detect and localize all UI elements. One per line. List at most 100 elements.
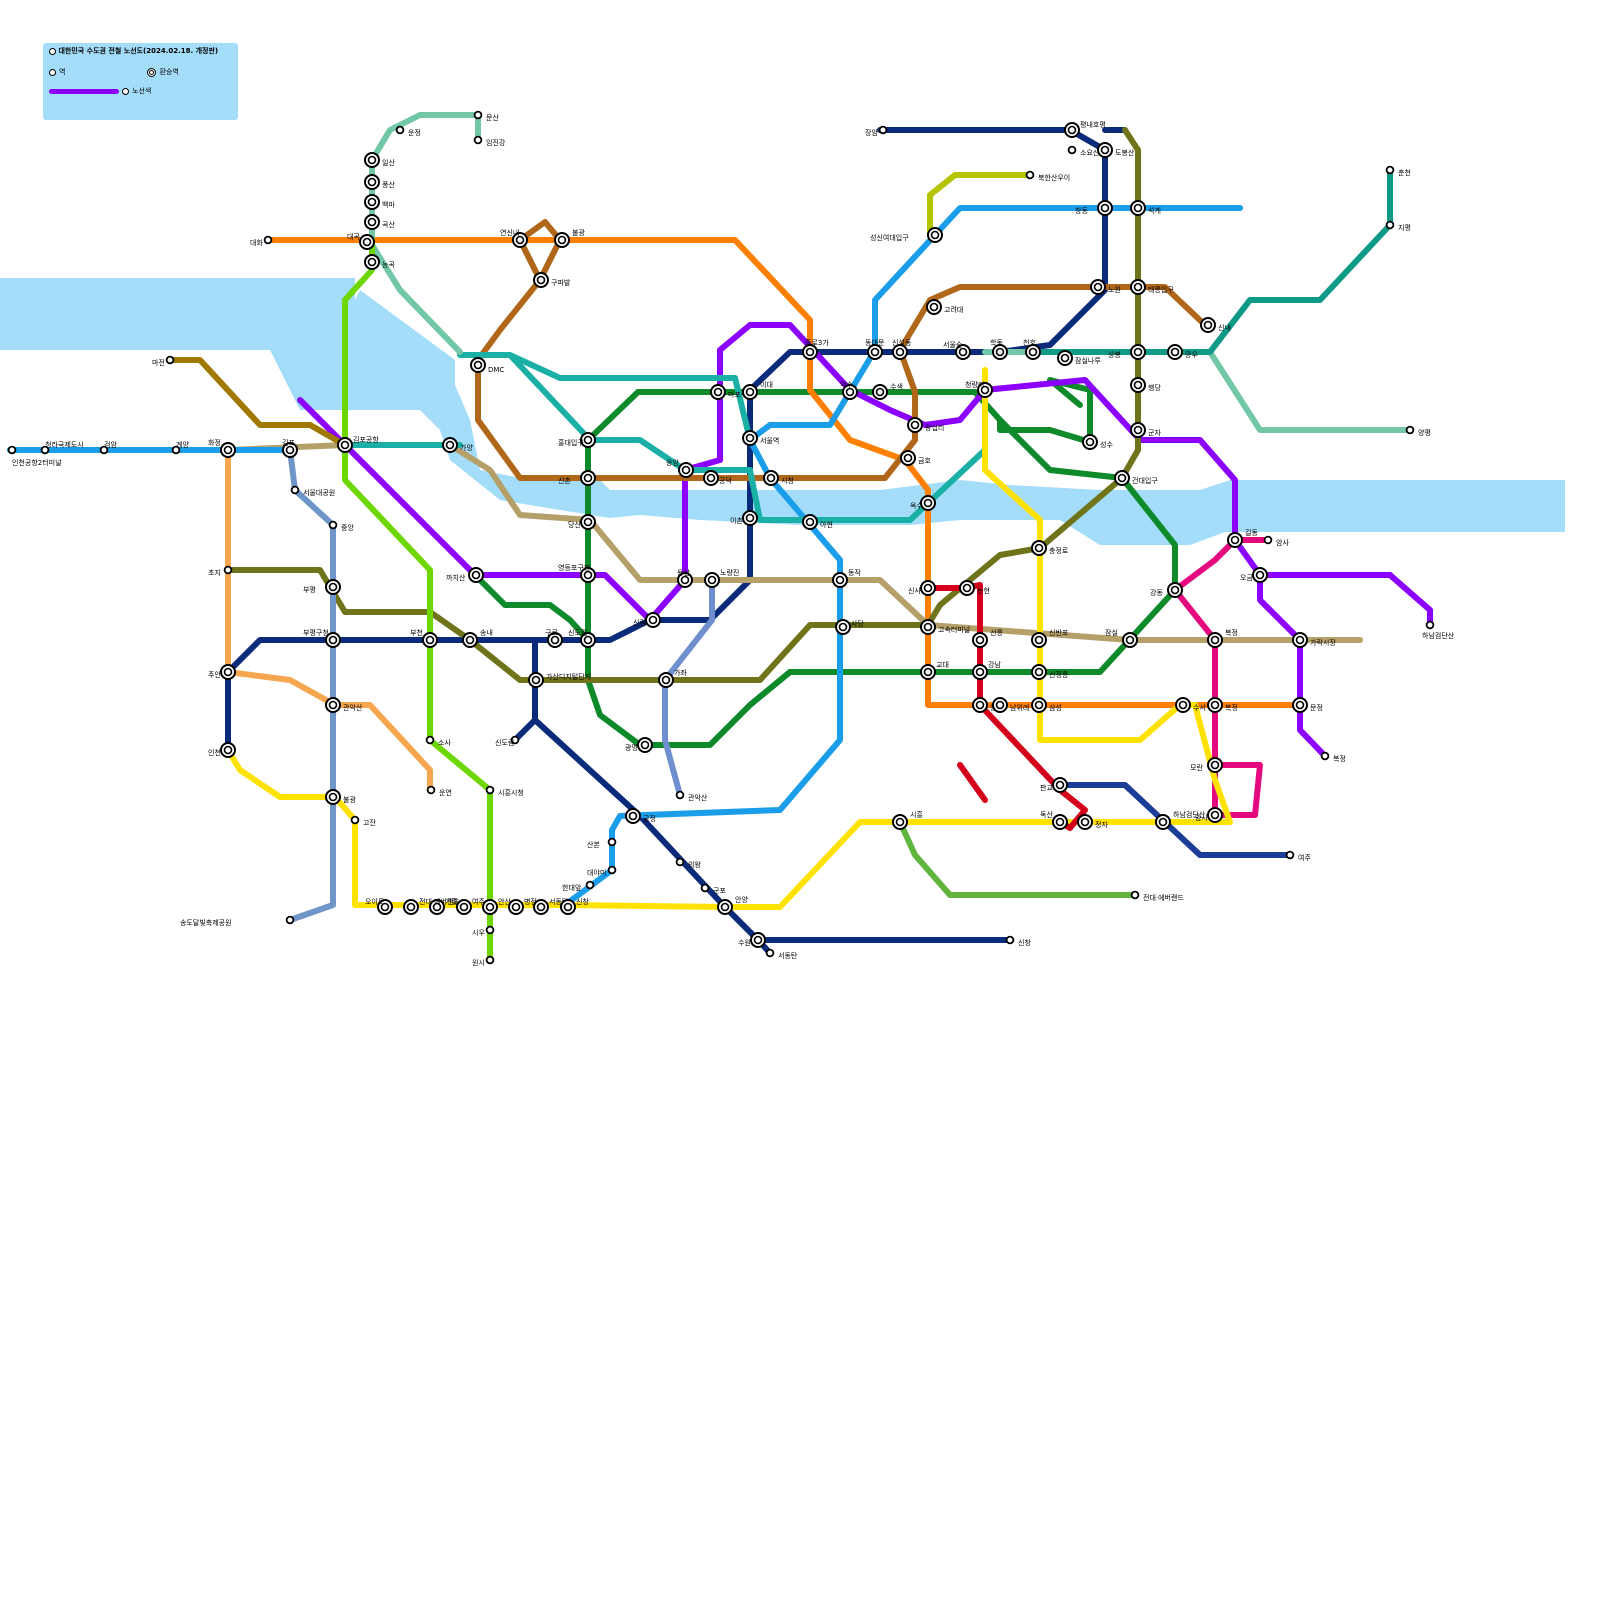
transfer-station[interactable]: 불광 (325, 789, 356, 805)
transfer-station[interactable]: 사당 (835, 619, 864, 635)
transfer-station[interactable]: 서동탄 (533, 897, 569, 915)
station[interactable]: 서동탄 (765, 948, 798, 960)
transfer-station[interactable]: 고속터미널 (920, 619, 970, 635)
transfer-station[interactable]: 신촌 (558, 470, 596, 486)
transfer-station[interactable]: 선릉 (972, 628, 1003, 648)
transfer-station[interactable]: 기흥 (429, 897, 458, 915)
station[interactable]: 춘천 (1385, 165, 1411, 177)
station[interactable]: 문산 (473, 110, 500, 122)
transfer-station[interactable]: 학동 (990, 338, 1008, 360)
transfer-station[interactable]: 청량리 (965, 380, 993, 398)
transfer-station[interactable]: 가락시장 (1292, 632, 1336, 648)
transfer-station[interactable]: 정자 (1077, 814, 1108, 830)
station[interactable]: 초지 (208, 565, 233, 577)
transfer-station[interactable]: 창동 (1075, 200, 1113, 216)
station[interactable]: 대화 (250, 235, 273, 247)
transfer-station[interactable]: 왕십리 (907, 417, 944, 433)
transfer-station[interactable]: 능곡 (364, 254, 395, 270)
transfer-station[interactable]: 용산 (677, 568, 693, 588)
station[interactable]: 여주 (1285, 850, 1312, 862)
transfer-station[interactable]: 부천 (410, 628, 438, 648)
transfer-station[interactable]: 문정 (1292, 697, 1323, 713)
transfer-station[interactable]: 김포공항 (337, 435, 379, 453)
station[interactable]: 시흥시청 (485, 785, 524, 797)
transfer-station[interactable]: 독산 (1040, 810, 1068, 830)
transfer-station[interactable]: 이촌 (730, 510, 758, 526)
transfer-station[interactable]: DMC (470, 357, 504, 374)
transfer-station[interactable]: 모란 (1190, 757, 1223, 773)
station[interactable]: 청라국제도시 (40, 440, 84, 455)
station[interactable]: 전대·에버랜드 (1130, 890, 1185, 902)
transfer-station[interactable]: 신림 (633, 612, 661, 628)
transfer-station[interactable]: 광명 (625, 737, 653, 753)
station[interactable]: 산본 (587, 837, 617, 849)
station[interactable]: 임진강 (473, 135, 506, 147)
station[interactable]: 관악산 (675, 790, 708, 802)
transfer-station[interactable]: 동작 (832, 568, 861, 588)
transfer-station[interactable]: 신내 (1200, 317, 1231, 333)
transfer-station[interactable]: 복정 (1207, 697, 1238, 713)
transfer-station[interactable]: 아현 (802, 514, 833, 530)
station[interactable]: 인천공항2터미널 (7, 445, 62, 467)
transfer-station[interactable]: 부평구청 (303, 628, 341, 648)
transfer-station[interactable]: 건대입구 (1114, 470, 1158, 486)
transfer-station[interactable]: 시청 (763, 470, 794, 486)
station[interactable]: 신도림 (495, 735, 520, 747)
transfer-station[interactable]: 금정 (625, 808, 656, 824)
transfer-station[interactable]: 곡산 (364, 214, 395, 230)
transfer-station[interactable]: 가양 (442, 437, 473, 453)
transfer-station[interactable]: 잠실나루 (1057, 350, 1101, 366)
transfer-station[interactable]: 천호 (1023, 338, 1041, 360)
transfer-station[interactable]: 송내 (462, 628, 493, 648)
transfer-station[interactable]: 신설동 (892, 338, 912, 360)
transfer-station[interactable]: 고려대 (926, 299, 963, 315)
transfer-station[interactable]: 홍대입구 (558, 432, 596, 448)
transfer-station[interactable]: 노원 (1090, 279, 1121, 295)
transfer-station[interactable]: 복정 (1207, 628, 1238, 648)
transfer-station[interactable]: 구로 (545, 629, 563, 648)
transfer-station[interactable]: 신창 (560, 897, 589, 915)
transfer-station[interactable]: 부평 (303, 579, 341, 595)
transfer-station[interactable]: 안산 (482, 897, 511, 915)
station[interactable]: 한대앞 (562, 880, 595, 892)
transfer-station[interactable]: 주안 (208, 664, 236, 680)
station[interactable]: 복정 (1320, 751, 1346, 763)
transfer-station[interactable]: 옥수 (910, 495, 936, 511)
transfer-station[interactable]: 석계 (1130, 200, 1161, 216)
transfer-station[interactable]: 망우 (1167, 344, 1198, 360)
transfer-station[interactable]: 상봉 (1108, 344, 1146, 360)
transfer-station[interactable]: 종로3가 (802, 338, 829, 360)
station[interactable]: 하남검단산 (1422, 620, 1455, 640)
station[interactable]: 마전 (152, 355, 175, 367)
transfer-station[interactable]: 연신내 (500, 228, 528, 248)
station[interactable]: 신창 (1005, 935, 1032, 947)
transfer-station[interactable]: 응암 (666, 459, 694, 478)
transfer-station[interactable]: 성신여대입구 (870, 227, 943, 243)
transfer-station[interactable]: 금호 (900, 450, 931, 466)
transfer-station[interactable]: 신도림 (568, 628, 596, 648)
transfer-station[interactable]: 전대·에버랜드 (403, 897, 460, 915)
station[interactable]: 소요산 (1067, 145, 1100, 157)
transfer-station[interactable]: 관악산 (325, 697, 363, 713)
transfer-station[interactable]: 교대 (920, 661, 949, 680)
station[interactable]: 송도달빛축제공원 (180, 915, 295, 927)
transfer-station[interactable]: 암사 (1195, 807, 1223, 823)
station[interactable]: 암사 (1263, 535, 1290, 547)
transfer-station[interactable]: 동대문 (865, 339, 885, 360)
transfer-station[interactable]: 판교 (1040, 777, 1068, 793)
transfer-station[interactable]: 서울역 (742, 430, 779, 446)
station[interactable]: 중앙 (328, 520, 355, 532)
transfer-station[interactable]: 남위례 (992, 697, 1029, 713)
transfer-station[interactable]: 구파발 (533, 272, 571, 288)
station[interactable]: 군포 (700, 883, 727, 895)
transfer-station[interactable]: 여주 (456, 897, 485, 915)
station[interactable]: 검암 (99, 441, 118, 455)
transfer-station[interactable]: 영등포구청 (558, 563, 596, 583)
station[interactable]: 원시 (472, 955, 495, 967)
transfer-station[interactable]: 마포구청 (710, 384, 754, 400)
transfer-station[interactable]: 수원 (738, 932, 766, 948)
transfer-station[interactable]: 공덕 (703, 470, 732, 486)
transfer-station[interactable]: 서울숲 (943, 340, 971, 360)
station[interactable]: 양평 (1405, 425, 1431, 437)
transfer-station[interactable]: 태릉입구 (1130, 279, 1174, 295)
